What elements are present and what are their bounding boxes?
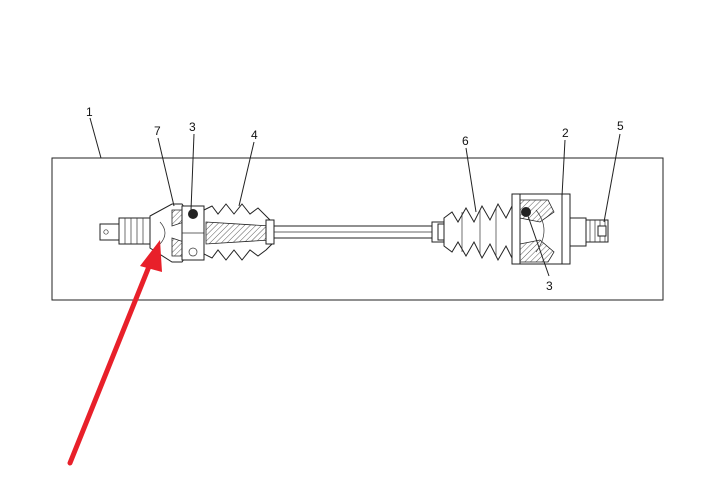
left-spline-stub [99,217,152,245]
right-spline [569,217,609,247]
left-boot [203,203,275,261]
callout-6: 6 [462,134,469,148]
right-boot [431,201,515,263]
callout-4: 4 [251,128,258,142]
leader-lines [89,117,621,277]
left-joint-ball [188,209,198,219]
left-joint-cage [181,205,205,261]
callout-3-right: 3 [546,279,553,293]
callout-5: 5 [617,119,624,133]
frame-box [51,157,664,301]
right-joint-ball [521,207,531,217]
shaft [273,225,435,239]
callout-2: 2 [562,126,569,140]
callout-7: 7 [154,124,161,138]
red-arrow [67,240,162,466]
callout-3-left: 3 [189,120,196,134]
callout-1: 1 [86,105,93,119]
